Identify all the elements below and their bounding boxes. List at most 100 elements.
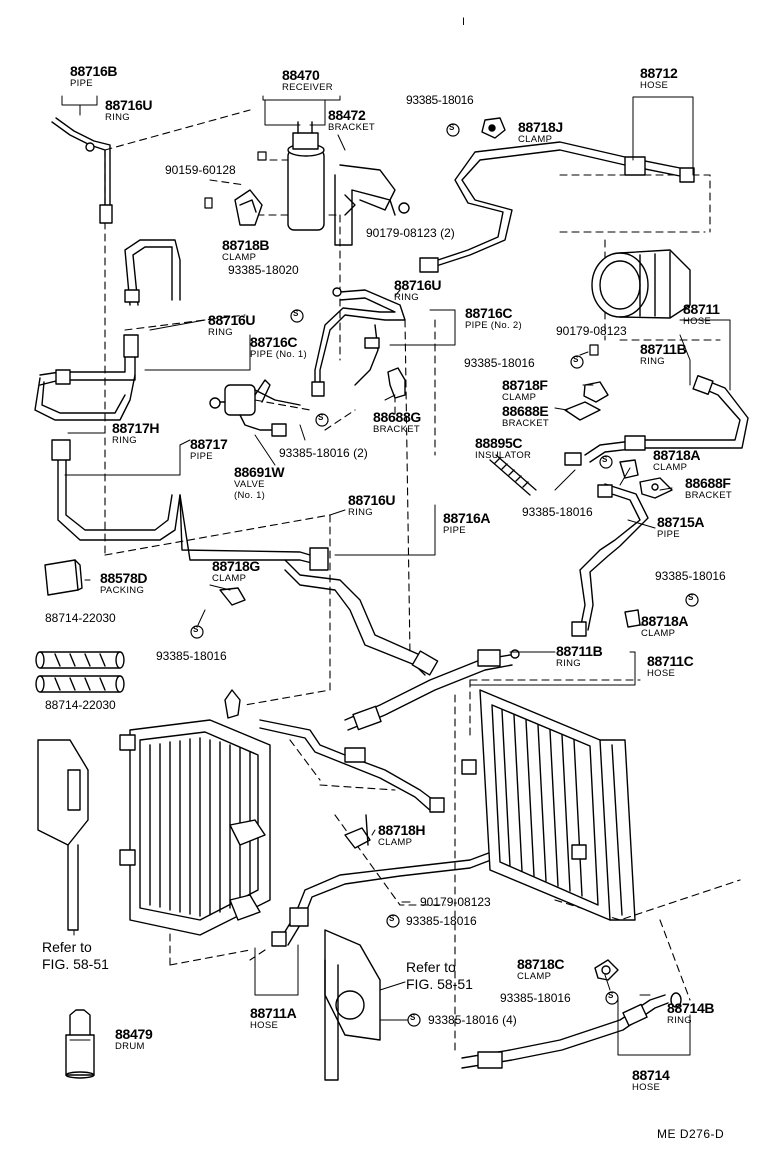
label-88714: 88714 HOSE [632,1067,670,1093]
label-88895C: 88895C INSULATOR [475,436,531,461]
part-name: PACKING [100,585,145,596]
label-88716C-no2: 88716C PIPE (No. 2) [465,306,522,331]
bracket-88472 [334,164,410,246]
label-88472: 88472 BRACKET [328,108,375,133]
label-93385-18016-2: 93385-18016 (2) [279,446,368,460]
label-93385-18016-b: 93385-18016 [464,356,535,370]
washer-s: S [608,991,614,1000]
hose-88711C [344,649,520,731]
label-93385-18016-g: 93385-18016 [500,991,571,1005]
part-name: RING [640,356,665,367]
part-number: 88716C [250,334,298,350]
refer-line1: Refer to [42,939,92,955]
label-88578D: 88578D PACKING [100,571,148,596]
receiver-88470 [287,121,325,231]
part-name: CLAMP [502,392,537,403]
part-name: HOSE [647,668,676,679]
drum-88479 [65,1009,95,1079]
clamp-88718A-lower [624,609,641,628]
part-number: 88716B [70,63,118,79]
part-number: 88711 [683,301,720,317]
bracket-88688G [387,367,406,399]
part-name: RING [348,507,373,518]
tube-88714-22030-lower [35,675,125,693]
label-88711A: 88711A HOSE [250,1006,297,1031]
part-number: 88716U [348,492,396,508]
clamp-88718G [219,587,246,606]
label-88711: 88711 HOSE [683,302,720,327]
part-name: RING [667,1015,692,1026]
label-88718A-a: 88718A CLAMP [653,448,701,473]
part-number: 88716U [105,97,153,113]
label-90179-08123-b: 90179-08123 [420,895,491,909]
part-number: 88718A [641,613,689,629]
hose-88712 [419,141,695,273]
part-number: 88711B [556,643,603,659]
label-88716U-a: 88716U RING [105,97,153,123]
washer-s: S [602,455,608,464]
clamp-88718B [234,189,263,226]
label-88718F: 88718F CLAMP [502,378,548,403]
part-name: RING [208,327,233,338]
top-mark: Ⅰ [462,17,466,28]
label-93385-18016-c: 93385-18016 [522,505,593,519]
label-88688G: 88688G BRACKET [373,410,421,435]
part-name: PIPE (No. 2) [465,320,522,331]
label-90179-08123-a: 90179-08123 [556,324,627,338]
label-88714-22030-b: 88714-22030 [45,698,116,712]
part-name: HOSE [250,1020,279,1031]
label-88717H: 88717H RING [112,421,160,446]
part-name: RECEIVER [282,82,333,93]
label-88718H: 88718H CLAMP [378,822,426,848]
refer-to-note-center: Refer to FIG. 58-51 [406,960,473,991]
part-number: 88718H [378,822,426,838]
label-88470: 88470 RECEIVER [282,68,333,93]
part-number: 88688G [373,409,422,425]
part-number: 88718J [518,119,563,135]
label-88718J: 88718J CLAMP [518,120,563,145]
leader-lines [61,95,731,1056]
part-name: RING [394,292,419,303]
part-name: PIPE [190,451,213,462]
washer-s: S [318,413,324,422]
part-number: 88479 [115,1026,153,1042]
compressor [591,249,691,319]
part-name: HOSE [683,316,712,327]
washer-symbols [190,123,699,1027]
bracket-88688E [564,401,601,421]
label-88718A-b: 88718A CLAMP [641,613,689,639]
label-88712: 88712 HOSE [640,66,678,91]
clamp-88718C [594,959,619,981]
part-number: 88717 [190,436,228,452]
part-number: 88895C [475,435,523,451]
label-88718B: 88718B CLAMP [222,238,270,263]
tube-88714-22030-upper [35,651,125,669]
part-number: 88716U [394,277,442,293]
part-number: 88688E [502,403,549,419]
label-88714-22030-a: 88714-22030 [45,611,116,625]
refer-line2: FIG. 58-51 [406,976,473,992]
pipe-middle [259,719,445,813]
clamp-88718J [481,117,506,139]
label-90159-60128: 90159-60128 [165,163,236,177]
label-88711C: 88711C HOSE [647,654,694,679]
part-name: CLAMP [212,573,247,584]
clamp-88718H [344,814,371,849]
part-extra: (No. 1) [234,489,266,501]
part-name: VALVE [234,479,265,490]
part-name: RING [556,658,581,669]
label-88691W: 88691W VALVE (No. 1) [234,465,285,501]
part-number: 88472 [328,107,366,123]
pipe-88716B [51,117,113,224]
label-88688E: 88688E BRACKET [502,404,549,429]
part-name: CLAMP [517,971,552,982]
part-number: 88718G [212,558,261,574]
part-number: 88714 [632,1067,670,1083]
bracket-center-fig58 [324,929,381,1081]
label-93385-18016-d: 93385-18016 [156,649,227,663]
bracket-88688F [639,477,673,499]
part-name: PIPE [443,525,466,536]
refer-to-note-left: Refer to FIG. 58-51 [42,940,109,971]
part-name: BRACKET [373,424,420,435]
